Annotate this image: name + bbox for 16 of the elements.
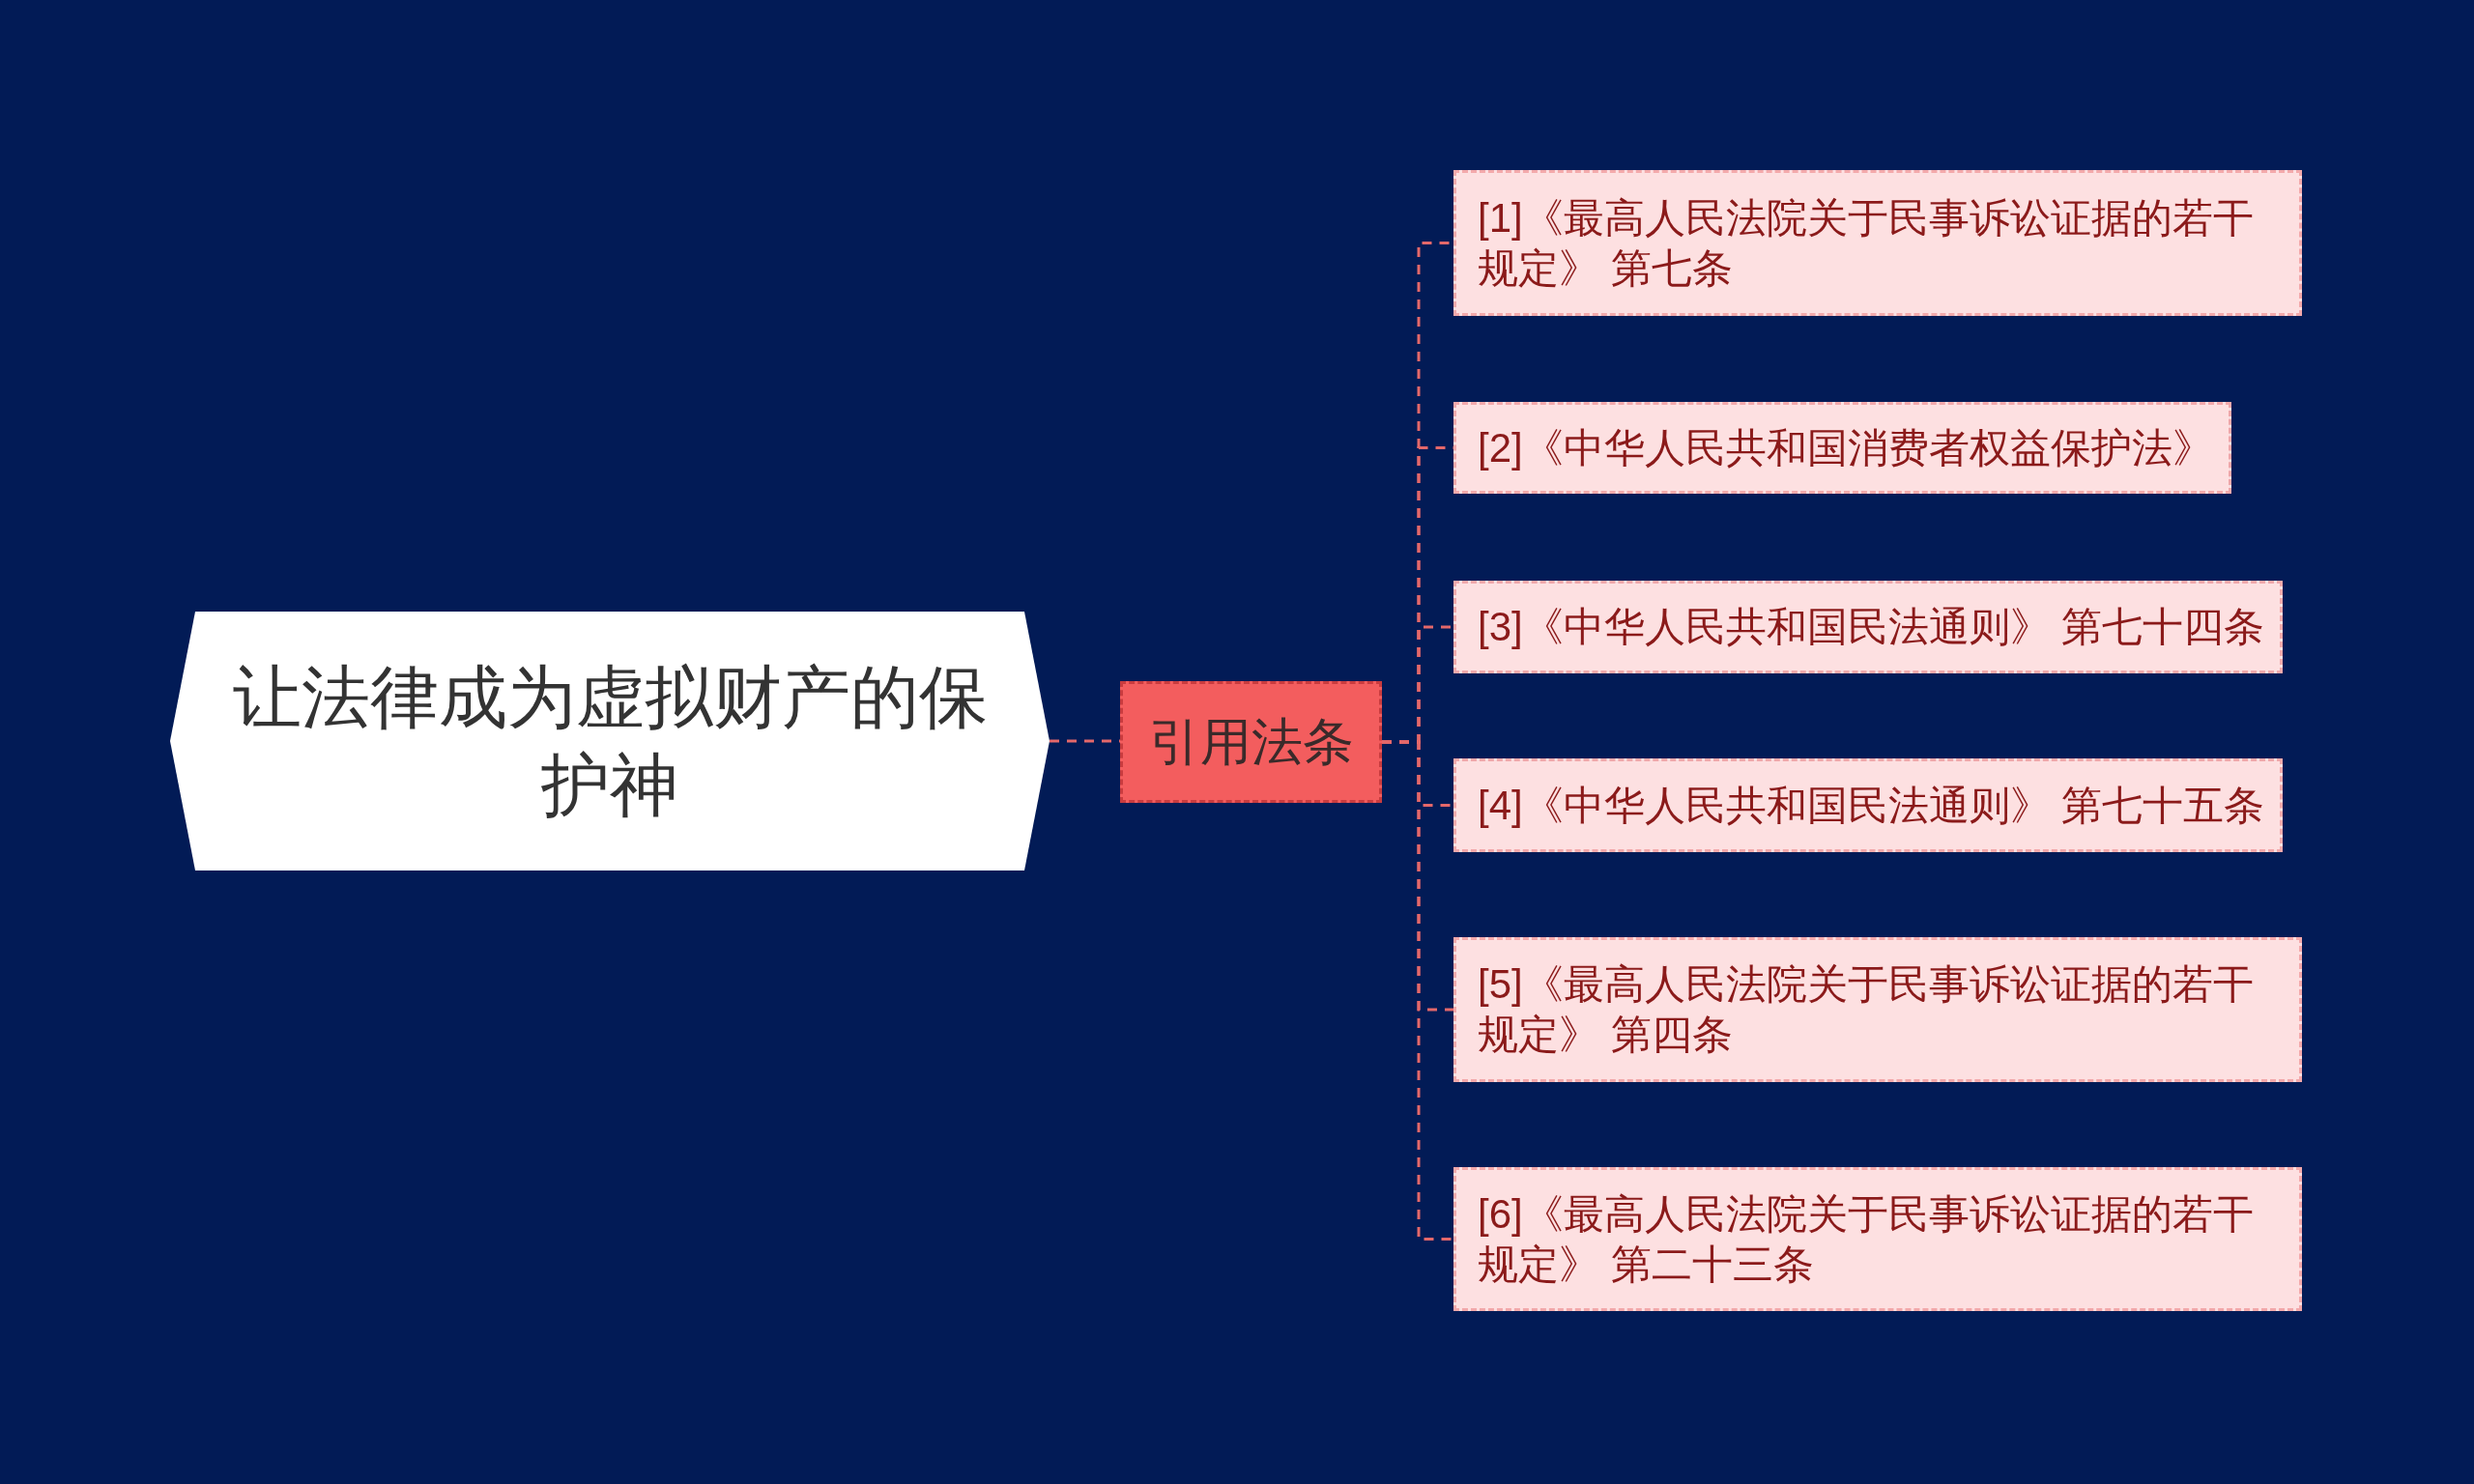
- citation-text: [3]《中华人民共和国民法通则》 第七十四条: [1478, 603, 2265, 651]
- citation-text: [1]《最高人民法院关于民事诉讼证据的若干规定》 第七条: [1478, 193, 2255, 293]
- citation-box: [1453, 1167, 2302, 1311]
- citation-box: [1453, 581, 2283, 673]
- citation-text: [5]《最高人民法院关于民事诉讼证据的若干规定》 第四条: [1478, 960, 2255, 1059]
- central-topic-text: 让法律成为虚拟财产的保护神: [231, 658, 989, 825]
- citation-box: [1453, 170, 2302, 316]
- citation-box: [1453, 758, 2283, 852]
- citation-text: [6]《最高人民法院关于民事诉讼证据的若干规定》 第二十三条: [1478, 1189, 2255, 1289]
- citation-text: [4]《中华人民共和国民法通则》 第七十五条: [1478, 781, 2265, 830]
- branch-topic-text: 引用法条: [1148, 712, 1354, 772]
- citation-text: [2]《中华人民共和国消费者权益保护法》: [1478, 423, 2213, 472]
- citation-box: [1453, 402, 2231, 494]
- branch-topic-box: [1120, 681, 1382, 803]
- hexagon-topic-node: [170, 612, 1050, 870]
- citation-box: [1453, 937, 2302, 1082]
